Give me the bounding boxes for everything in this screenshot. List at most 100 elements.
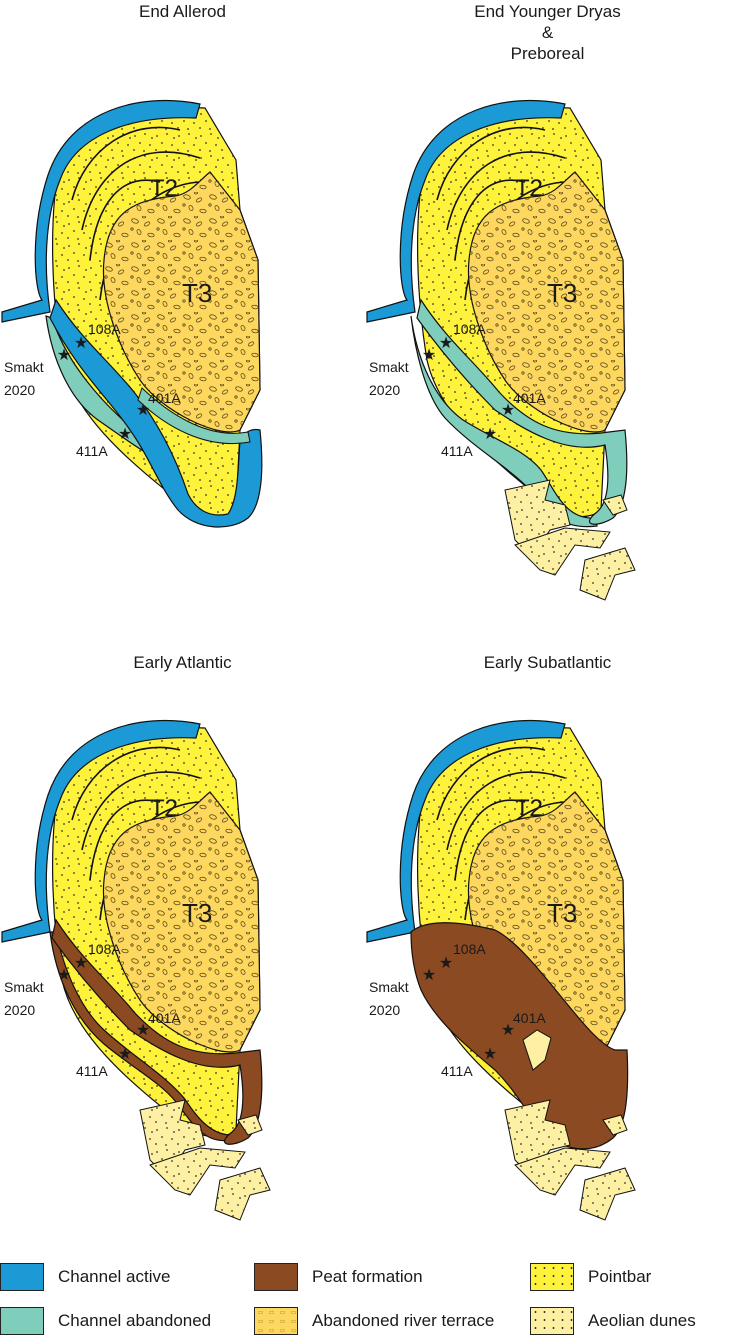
site-star: ★ — [439, 335, 453, 352]
label-t2: T2 — [515, 175, 543, 202]
peat-area — [410, 922, 629, 1150]
label-smakt-line2: 2020 — [4, 382, 35, 398]
scroll-bar-line — [436, 746, 546, 821]
label-t3: T3 — [547, 278, 577, 308]
label-site-411a: 411A — [441, 443, 473, 459]
label-smakt-line1: Smakt — [4, 359, 44, 375]
site-star: ★ — [74, 955, 88, 972]
site-star: ★ — [136, 402, 150, 419]
active-channel-upper — [366, 99, 566, 323]
terrace-t3-pebbles — [103, 792, 260, 1052]
scroll-bar-line — [81, 771, 201, 851]
label-t3: T3 — [182, 278, 212, 308]
label-site-401a: 401A — [148, 1010, 181, 1026]
label-smakt-line2: 2020 — [369, 382, 400, 398]
legend-item-peat-formation: Peat formation — [254, 1262, 423, 1292]
label-smakt-line1: Smakt — [369, 359, 409, 375]
aeolian-dune-dots — [505, 1100, 570, 1170]
legend-item-channel-active: Channel active — [0, 1262, 170, 1292]
legend-label: Peat formation — [312, 1267, 423, 1286]
scroll-bar-line — [454, 179, 526, 261]
scroll-bar-line — [71, 126, 181, 201]
scroll-bar-line — [71, 746, 181, 821]
scroll-bar-line — [446, 151, 566, 231]
dune-patch — [522, 1029, 552, 1071]
scroll-bar-line — [89, 179, 161, 261]
label-site-108a: 108A — [453, 321, 486, 337]
legend-label: Aeolian dunes — [588, 1311, 696, 1330]
aeolian-dune-dots — [505, 480, 570, 550]
legend-swatch — [530, 1263, 574, 1291]
label-site-108a: 108A — [88, 321, 121, 337]
legend-label: Channel abandoned — [58, 1311, 212, 1330]
active-channel-upper — [1, 99, 201, 323]
scroll-bar-line — [436, 126, 546, 201]
aeolian-dune-dots — [515, 1148, 610, 1195]
legend-label: Channel active — [58, 1267, 171, 1286]
legend-item-pointbar: Pointbar — [530, 1262, 651, 1292]
site-star: ★ — [422, 967, 436, 984]
site-star: ★ — [501, 1022, 515, 1039]
scroll-bar-line — [89, 799, 161, 881]
label-site-411a: 411A — [76, 1063, 108, 1079]
legend-swatch — [254, 1307, 298, 1335]
aeolian-dune-dots — [140, 1100, 205, 1170]
scroll-bar-line — [446, 771, 566, 851]
active-channel-upper — [366, 719, 566, 943]
aeolian-dune-dots — [580, 548, 635, 600]
terrace-t3-pebbles — [468, 172, 625, 432]
aeolian-dune-dots — [515, 528, 610, 575]
panel-title: End Allerod — [139, 2, 226, 21]
aeolian-dune-dots — [150, 1148, 245, 1195]
panel-title: Early Atlantic — [133, 653, 232, 672]
scroll-bar-line — [454, 799, 526, 881]
terrace-t3-pebbles — [103, 172, 260, 432]
label-t2: T2 — [515, 795, 543, 822]
label-smakt-line1: Smakt — [369, 979, 409, 995]
site-star: ★ — [74, 335, 88, 352]
aeolian-dune-dots — [603, 495, 627, 515]
site-star: ★ — [483, 1046, 497, 1063]
active-channel-lower — [49, 298, 263, 528]
label-site-411a: 411A — [76, 443, 108, 459]
label-site-401a: 401A — [513, 1010, 546, 1026]
abandoned-channel-band — [137, 387, 251, 444]
legend-item-channel-abandoned: Channel abandoned — [0, 1306, 211, 1336]
site-star: ★ — [57, 967, 71, 984]
label-t3: T3 — [547, 898, 577, 928]
aeolian-dune-dots — [238, 1115, 262, 1135]
panel-title: End Younger Dryas & Preboreal — [474, 2, 621, 63]
site-star: ★ — [57, 347, 71, 364]
legend-item-aeolian-dunes: Aeolian dunes — [530, 1306, 696, 1336]
legend-swatch — [254, 1263, 298, 1291]
site-star: ★ — [483, 426, 497, 443]
label-t2: T2 — [150, 795, 178, 822]
legend-item-abandoned-river-terrace: Abandoned river terrace — [254, 1306, 494, 1336]
label-smakt-line2: 2020 — [369, 1002, 400, 1018]
panel-title: Early Subatlantic — [483, 653, 612, 672]
site-star: ★ — [439, 955, 453, 972]
label-t2: T2 — [150, 175, 178, 202]
site-star: ★ — [136, 1022, 150, 1039]
legend-swatch — [530, 1307, 574, 1335]
site-star: ★ — [422, 347, 436, 364]
legend-swatch — [0, 1307, 44, 1335]
legend-label: Pointbar — [588, 1267, 652, 1286]
label-smakt-line2: 2020 — [4, 1002, 35, 1018]
active-channel-upper — [1, 719, 201, 943]
aeolian-dune-dots — [580, 1168, 635, 1220]
scroll-bar-line — [81, 151, 201, 231]
aeolian-dune-dots — [603, 1115, 627, 1135]
label-t3: T3 — [182, 898, 212, 928]
label-smakt-line1: Smakt — [4, 979, 44, 995]
legend-swatch — [0, 1263, 44, 1291]
legend: Channel active Peat formation Pointbar C… — [0, 1258, 730, 1341]
